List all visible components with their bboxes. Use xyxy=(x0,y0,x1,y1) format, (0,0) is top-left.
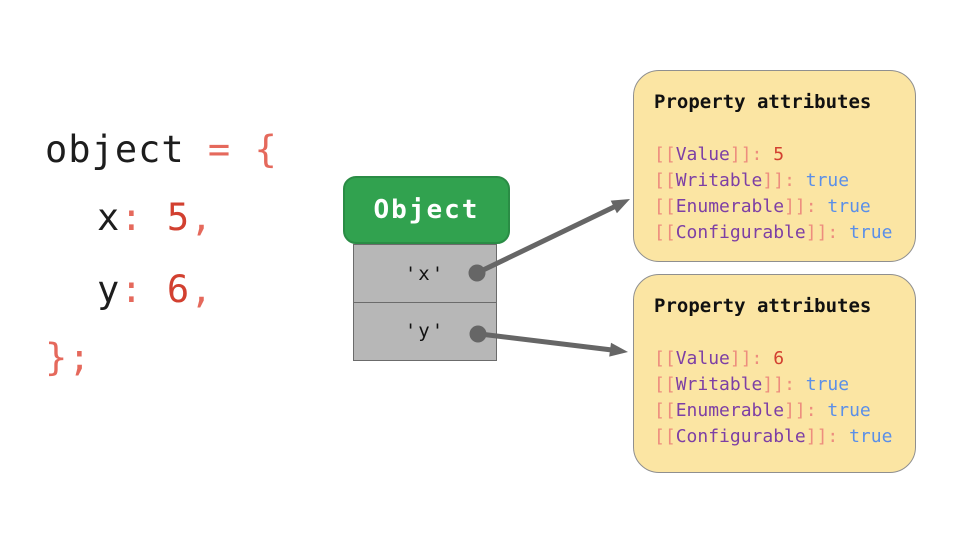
bracket-close: ]]: xyxy=(729,144,774,165)
code-line-x: x: 5, xyxy=(97,198,213,238)
attr-name: Writable xyxy=(675,374,763,395)
attr-name: Writable xyxy=(675,170,763,191)
bracket-close: ]]: xyxy=(729,348,774,369)
code-colon: : xyxy=(120,268,167,311)
attr-name: Value xyxy=(675,144,730,165)
attr-value: 5 xyxy=(773,144,785,165)
bracket-open: [[ xyxy=(654,374,676,395)
attr-line-writable: [[Writable]]: true xyxy=(654,372,915,398)
attributes-list: [[Value]]: 6 [[Writable]]: true [[Enumer… xyxy=(654,346,915,450)
bracket-open: [[ xyxy=(654,426,676,447)
attr-line-value: [[Value]]: 5 xyxy=(654,142,915,168)
attributes-box-title: Property attributes xyxy=(654,91,872,113)
code-punctuation: = { xyxy=(184,128,278,171)
bracket-open: [[ xyxy=(654,222,676,243)
code-colon: : xyxy=(120,196,167,239)
attr-line-configurable: [[Configurable]]: true xyxy=(654,220,915,246)
attr-name: Value xyxy=(675,348,730,369)
attr-value: 6 xyxy=(773,348,785,369)
bracket-close: ]]: xyxy=(762,170,806,191)
attr-line-configurable: [[Configurable]]: true xyxy=(654,424,915,450)
bracket-close: ]]: xyxy=(784,400,828,421)
arrowhead-icon xyxy=(609,342,628,357)
bracket-open: [[ xyxy=(654,144,676,165)
bracket-close: ]]: xyxy=(762,374,806,395)
code-identifier: object xyxy=(45,128,185,171)
code-punctuation: }; xyxy=(45,336,92,379)
bracket-open: [[ xyxy=(654,196,676,217)
attr-value: true xyxy=(849,426,893,447)
code-key-x: x xyxy=(97,196,121,239)
object-properties-table: 'x' 'y' xyxy=(353,244,497,361)
arrowhead-icon xyxy=(610,199,630,214)
property-key-y: 'y' xyxy=(404,320,446,342)
property-attributes-box-x: Property attributes [[Value]]: 5 [[Writa… xyxy=(633,70,916,262)
attr-value: true xyxy=(827,400,871,421)
object-box-label: Object xyxy=(373,195,480,225)
attr-line-value: [[Value]]: 6 xyxy=(654,346,915,372)
code-line-close: }; xyxy=(45,338,92,378)
attr-name: Enumerable xyxy=(675,196,785,217)
bracket-close: ]]: xyxy=(784,196,828,217)
code-line-y: y: 6, xyxy=(97,270,213,310)
attributes-list: [[Value]]: 5 [[Writable]]: true [[Enumer… xyxy=(654,142,915,246)
attr-line-writable: [[Writable]]: true xyxy=(654,168,915,194)
attr-name: Configurable xyxy=(675,426,806,447)
code-comma: , xyxy=(190,268,214,311)
property-row-y: 'y' xyxy=(353,301,497,361)
attr-line-enumerable: [[Enumerable]]: true xyxy=(654,194,915,220)
property-key-x: 'x' xyxy=(404,262,446,285)
attr-value: true xyxy=(849,222,893,243)
code-key-y: y xyxy=(97,268,121,311)
property-attributes-box-y: Property attributes [[Value]]: 6 [[Writa… xyxy=(633,274,916,473)
attr-name: Enumerable xyxy=(675,400,785,421)
bracket-open: [[ xyxy=(654,400,676,421)
attr-value: true xyxy=(827,196,871,217)
property-row-x: 'x' xyxy=(353,244,497,303)
bracket-open: [[ xyxy=(654,348,676,369)
attr-value: true xyxy=(805,374,850,395)
code-comma: , xyxy=(190,196,214,239)
code-value-y: 6 xyxy=(166,268,191,311)
attr-name: Configurable xyxy=(675,222,806,243)
attr-value: true xyxy=(805,170,850,191)
bracket-close: ]]: xyxy=(805,222,850,243)
code-line-object-open: object = { xyxy=(45,130,278,170)
object-box: Object xyxy=(343,176,510,244)
code-value-x: 5 xyxy=(166,196,191,239)
attr-line-enumerable: [[Enumerable]]: true xyxy=(654,398,915,424)
bracket-open: [[ xyxy=(654,170,676,191)
bracket-close: ]]: xyxy=(805,426,850,447)
attributes-box-title: Property attributes xyxy=(654,295,872,317)
